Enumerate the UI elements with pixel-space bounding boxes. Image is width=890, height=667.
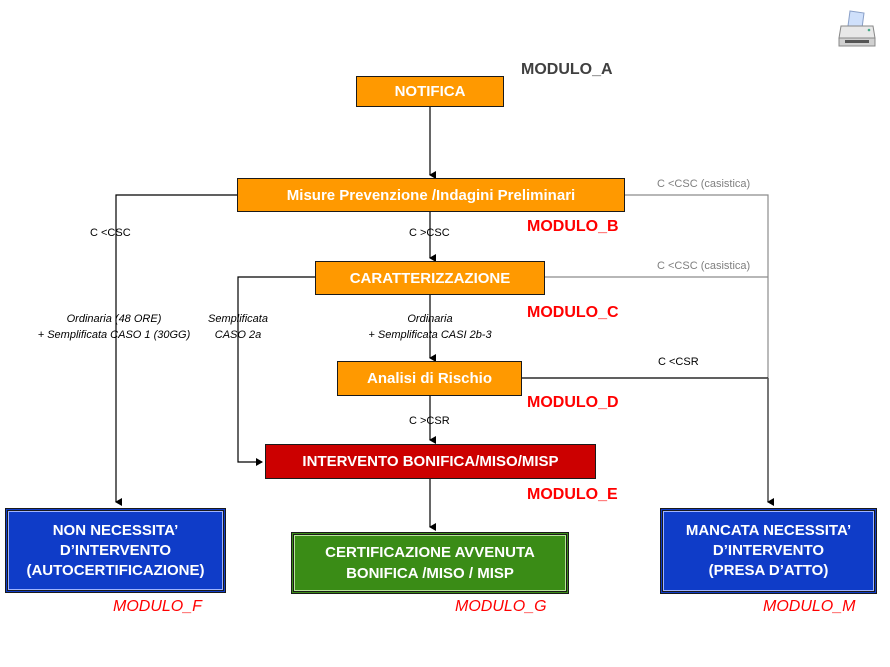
node-intervento-label: INTERVENTO BONIFICA/MISO/MISP	[302, 453, 559, 470]
module-label-e: MODULO_E	[527, 486, 618, 503]
node-certificazione-avvenuta[interactable]: CERTIFICAZIONE AVVENUTA BONIFICA /MISO /…	[291, 532, 569, 594]
node-mancata-line-1: MANCATA NECESSITA’	[685, 522, 852, 539]
module-label-m: MODULO_M	[763, 598, 856, 615]
edge-label-ordinaria-2b3-line-1: Ordinaria	[407, 313, 453, 325]
edge-label-ordinaria-2b3-line-2: + Semplificata CASI 2b-3	[368, 329, 492, 341]
node-mancata-line-3: (PRESA D’ATTO)	[708, 562, 829, 579]
edge-misure-mancata	[625, 194, 769, 378]
edge-label-semplificata-2a-line-2: CASO 2a	[214, 329, 262, 341]
edge-label-c-gt-csr: C >CSR	[409, 415, 450, 427]
edge-label-casistica-2: C <CSC (casistica)	[657, 260, 751, 272]
module-label-b: MODULO_B	[527, 218, 619, 235]
node-notifica[interactable]: NOTIFICA	[356, 76, 504, 107]
node-misure-prevenzione[interactable]: Misure Prevenzione /Indagini Preliminari	[237, 178, 625, 212]
node-non-necessita-line-2: D’INTERVENTO	[59, 541, 172, 559]
edge-label-ordinaria-48-line-1: Ordinaria (48 ORE)	[66, 313, 162, 325]
edge-caratterizzazione-intervento	[237, 276, 315, 466]
module-label-a: MODULO_A	[521, 61, 613, 78]
node-caratterizzazione-label: CARATTERIZZAZIONE	[349, 269, 511, 287]
module-label-g: MODULO_G	[455, 598, 547, 615]
node-misure-label: Misure Prevenzione /Indagini Preliminari	[286, 186, 576, 204]
edge-label-ordinaria-2b3: Ordinaria + Semplificata CASI 2b-3	[355, 311, 505, 343]
node-analisi-label: Analisi di Rischio	[366, 370, 493, 387]
edge-label-c-lt-csr: C <CSR	[658, 356, 699, 368]
node-mancata-line-2: D’INTERVENTO	[712, 542, 825, 559]
edge-label-ordinaria-48-line-2: + Semplificata CASO 1 (30GG)	[37, 329, 191, 341]
node-non-necessita-line-1: NON NECESSITA’	[52, 521, 179, 539]
node-non-necessita-intervento[interactable]: NON NECESSITA’ D’INTERVENTO (AUTOCERTIFI…	[5, 508, 226, 593]
edge-label-c-gt-csc: C >CSC	[409, 227, 450, 239]
node-notifica-label: NOTIFICA	[394, 83, 466, 100]
node-certificazione-line-2: BONIFICA /MISO / MISP	[346, 565, 514, 582]
printer-icon[interactable]	[836, 8, 878, 50]
node-non-necessita-line-3: (AUTOCERTIFICAZIONE)	[26, 561, 205, 579]
node-intervento-bonifica[interactable]: INTERVENTO BONIFICA/MISO/MISP	[265, 444, 596, 479]
node-certificazione-line-1: CERTIFICAZIONE AVVENUTA	[325, 544, 535, 561]
edge-label-semplificata-2a: Semplificata CASO 2a	[198, 311, 278, 343]
module-label-d: MODULO_D	[527, 394, 619, 411]
edge-label-casistica-1: C <CSC (casistica)	[657, 178, 751, 190]
edge-label-semplificata-2a-line-1: Semplificata	[208, 313, 268, 325]
module-label-f: MODULO_F	[113, 598, 202, 615]
edge-label-ordinaria-48: Ordinaria (48 ORE) + Semplificata CASO 1…	[14, 311, 214, 343]
node-mancata-necessita-intervento[interactable]: MANCATA NECESSITA’ D’INTERVENTO (PRESA D…	[660, 508, 877, 594]
module-label-c: MODULO_C	[527, 304, 619, 321]
edge-misure-non-necessita	[115, 194, 237, 506]
node-caratterizzazione[interactable]: CARATTERIZZAZIONE	[315, 261, 545, 295]
edge-label-c-lt-csc: C <CSC	[90, 227, 131, 239]
node-analisi-rischio[interactable]: Analisi di Rischio	[337, 361, 522, 396]
